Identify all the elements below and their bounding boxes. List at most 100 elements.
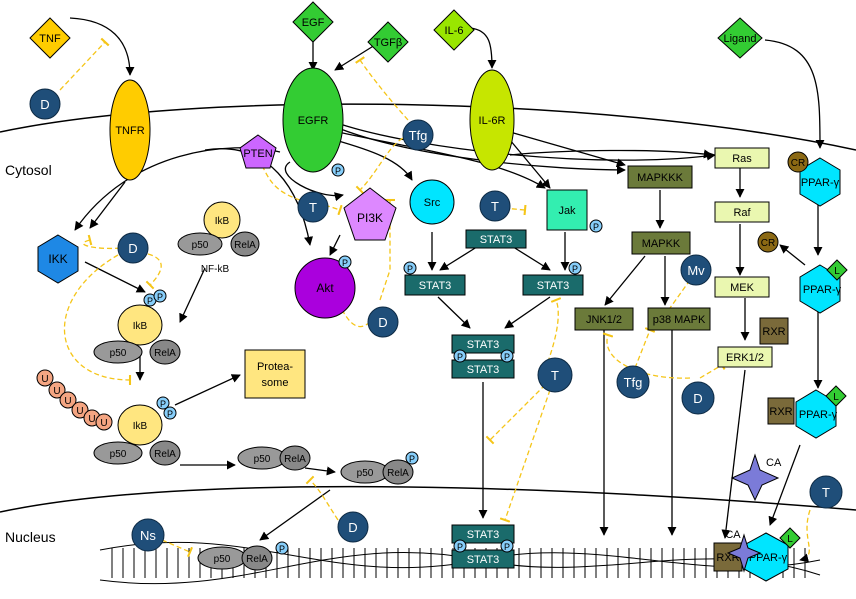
p38-mapk-node[interactable]: p38 MAPK [647,307,711,331]
mek-node[interactable]: MEK [714,276,770,298]
svg-text:D: D [693,391,702,406]
rxr-node[interactable]: RXR [759,317,789,345]
inhibit-d-degradation [63,254,132,386]
svg-text:RelA: RelA [234,240,256,251]
drug-tfg-p38[interactable]: Tfg [616,365,650,399]
tnfr-receptor[interactable]: TNFR [109,79,151,181]
svg-text:STAT3: STAT3 [467,364,500,376]
ubiquitinated-ikb-complex[interactable]: IkB p50 RelA P P [93,396,181,466]
drug-d-rela[interactable]: D [337,511,369,543]
svg-text:MAPKKK: MAPKKK [637,172,684,184]
drug-d-tnf[interactable]: D [29,88,61,120]
svg-text:L: L [833,392,839,403]
drug-ns-p50[interactable]: Ns [131,518,165,552]
svg-text:STAT3: STAT3 [467,554,500,566]
svg-text:Ras: Ras [732,153,752,165]
svg-text:T: T [491,199,499,214]
svg-text:P: P [279,544,285,554]
stat3-phospho-left[interactable]: STAT3 P [403,261,466,296]
jnk-node[interactable]: JNK1/2 [574,307,634,331]
stat3-dimer-nucleus[interactable]: STAT3 STAT3 P P [451,524,515,569]
svg-text:T: T [551,368,559,383]
raf-node[interactable]: Raf [714,201,770,223]
svg-text:P: P [342,258,348,268]
svg-text:p50: p50 [110,449,127,460]
akt-node[interactable]: Akt [294,257,356,319]
arrow-pi3k-akt [329,234,341,256]
p50-phospho-rela-dimer[interactable]: p50 RelA P [340,451,419,485]
svg-text:Ns: Ns [140,528,156,543]
il6-ligand[interactable]: IL-6 [433,9,475,51]
tgfb-ligand[interactable]: TGFβ [367,21,409,63]
drug-t-pi3k[interactable]: T [297,191,329,223]
generic-ligand[interactable]: Ligand [717,17,763,59]
svg-text:CR: CR [791,158,805,169]
svg-text:P: P [407,264,413,274]
inhibit-d-tnf [59,37,110,91]
drug-d-erk[interactable]: D [681,381,715,415]
egfr-receptor[interactable]: EGFR [282,67,344,173]
svg-text:TGFβ: TGFβ [374,37,402,49]
drug-d-ikk[interactable]: D [117,232,149,264]
proteasome[interactable]: Protea- some [244,349,306,399]
erk-node[interactable]: ERK1/2 [717,346,773,368]
mapkk-node[interactable]: MAPKK [631,231,691,255]
svg-text:RelA: RelA [154,348,176,359]
nuclear-p50-rela[interactable]: p50 RelA P [197,541,289,571]
svg-text:JNK1/2: JNK1/2 [586,314,622,326]
arrow-ppar-cr-release [779,244,806,266]
drug-t-stat3[interactable]: T [537,357,573,393]
p50-rela-dimer[interactable]: p50 RelA [237,445,311,471]
svg-text:D: D [128,241,137,256]
ca-compound[interactable]: CA [730,453,782,502]
jak-node[interactable]: Jak P [546,189,603,233]
ppar-gamma-liganded[interactable]: PPAR-γ L [799,259,848,314]
nfkb-complex[interactable]: IkB p50 RelA NF-kB [177,201,260,275]
svg-text:EGFR: EGFR [298,115,329,127]
svg-text:MEK: MEK [730,282,755,294]
svg-text:P: P [160,399,166,409]
phospho-ikb-complex[interactable]: IkB p50 RelA P P [93,289,181,365]
stat3-dimer-cytosol[interactable]: STAT3 STAT3 P P [451,334,515,379]
drug-mv-p38[interactable]: Mv [680,254,712,286]
arrow-erk-nucleus [721,369,746,539]
svg-text:ERK1/2: ERK1/2 [726,352,764,364]
tnf-ligand[interactable]: TNF [29,17,71,59]
arrow-to-proteasome [174,374,241,406]
il6r-receptor[interactable]: IL-6R [469,69,515,171]
arrow-egfr-src [334,139,413,181]
arrow-tnfr-ikk [89,181,126,229]
stat3-unphosphorylated[interactable]: STAT3 [465,229,527,249]
arrow-egfr-ras [339,123,716,161]
ppar-rxr-complex[interactable]: RXR PPAR-γ L [767,385,847,439]
drug-t-ppar[interactable]: T [809,475,843,509]
svg-text:RelA: RelA [246,554,268,565]
ppar-gamma-inactive[interactable]: PPAR-γ CR [787,151,841,207]
arrow-ppar-nucleus [768,444,801,526]
stat3-phospho-right[interactable]: STAT3 P [522,261,584,296]
drug-t-jak[interactable]: T [479,190,511,222]
egf-ligand[interactable]: EGF [292,1,334,43]
nfkb-label: NF-kB [201,264,230,275]
ras-node[interactable]: Ras [714,147,770,169]
svg-text:P: P [335,166,341,176]
cell-membrane [0,103,856,151]
ubiquitin-marker [95,413,113,431]
ikk-node[interactable]: IKK [37,234,79,284]
drug-d-akt[interactable]: D [367,306,399,338]
inhibit-tfg-tgfb [355,56,409,121]
src-node[interactable]: Src [409,179,455,225]
svg-text:P: P [167,409,173,419]
svg-text:STAT3: STAT3 [467,339,500,351]
svg-text:P: P [457,352,463,362]
svg-text:EGF: EGF [302,17,325,29]
svg-text:Raf: Raf [733,207,751,219]
ubiquitin-label: U [64,396,71,407]
mapkkk-node[interactable]: MAPKKK [627,165,693,189]
nuclear-ppar-rxr-complex[interactable]: RXR PPAR-γ L CA [713,527,801,582]
pten-node[interactable]: PTEN [239,134,277,169]
svg-text:T: T [309,200,317,215]
pi3k-node[interactable]: PI3K [343,187,397,241]
drug-tfg-egfr[interactable]: Tfg [402,119,434,151]
